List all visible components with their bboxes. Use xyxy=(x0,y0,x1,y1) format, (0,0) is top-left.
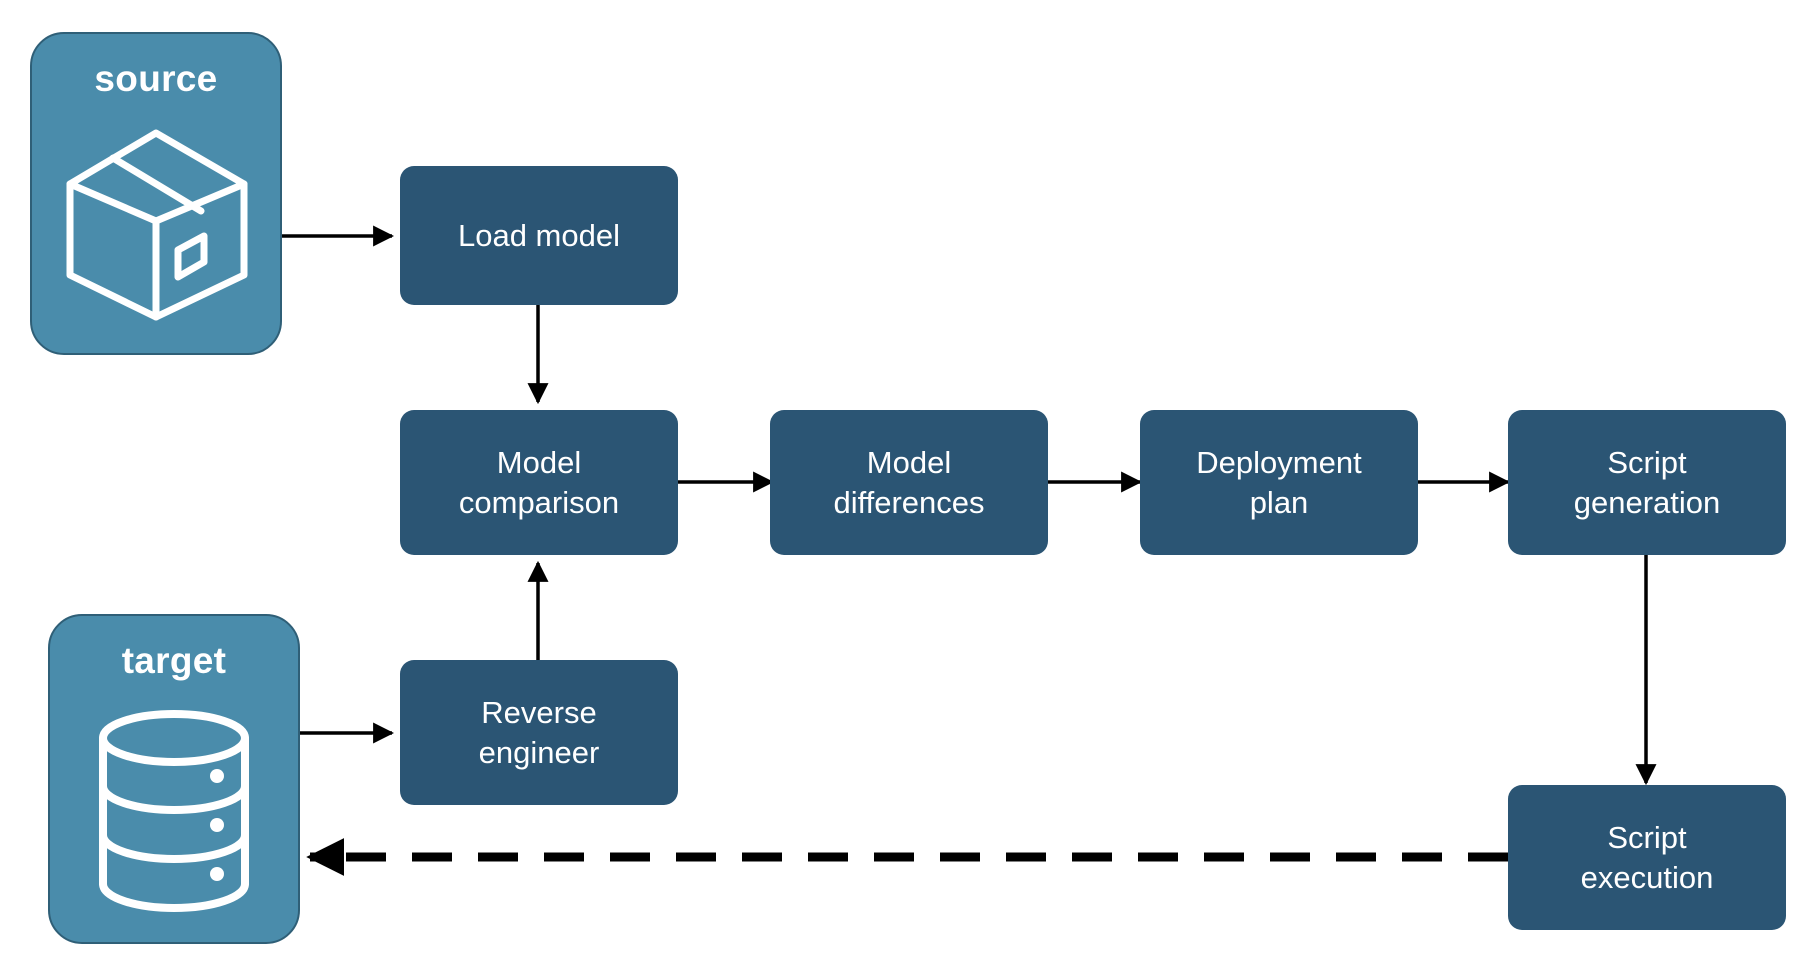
node-deployment-plan[interactable]: Deployment plan xyxy=(1140,410,1418,555)
node-model-comparison-label: Model comparison xyxy=(458,445,620,520)
node-reverse-engineer[interactable]: Reverse engineer xyxy=(400,660,678,805)
node-script-generation-label: Script generation xyxy=(1573,445,1721,520)
node-model-comparison[interactable]: Model comparison xyxy=(400,410,678,555)
package-box-icon xyxy=(32,97,280,353)
node-model-differences[interactable]: Model differences xyxy=(770,410,1048,555)
node-load-model[interactable]: Load model xyxy=(400,166,678,305)
endpoint-target[interactable]: target xyxy=(48,614,300,944)
database-cylinder-icon xyxy=(50,679,298,942)
node-model-differences-label: Model differences xyxy=(833,445,985,520)
node-reverse-engineer-label: Reverse engineer xyxy=(478,695,600,770)
node-load-model-label: Load model xyxy=(457,217,620,253)
endpoint-target-label: target xyxy=(121,640,227,681)
endpoint-source-label: source xyxy=(94,58,218,99)
node-script-generation[interactable]: Script generation xyxy=(1508,410,1786,555)
node-deployment-plan-label: Deployment plan xyxy=(1196,445,1362,520)
node-script-execution-label: Script execution xyxy=(1580,820,1714,895)
node-script-execution[interactable]: Script execution xyxy=(1508,785,1786,930)
endpoint-source[interactable]: source xyxy=(30,32,282,355)
